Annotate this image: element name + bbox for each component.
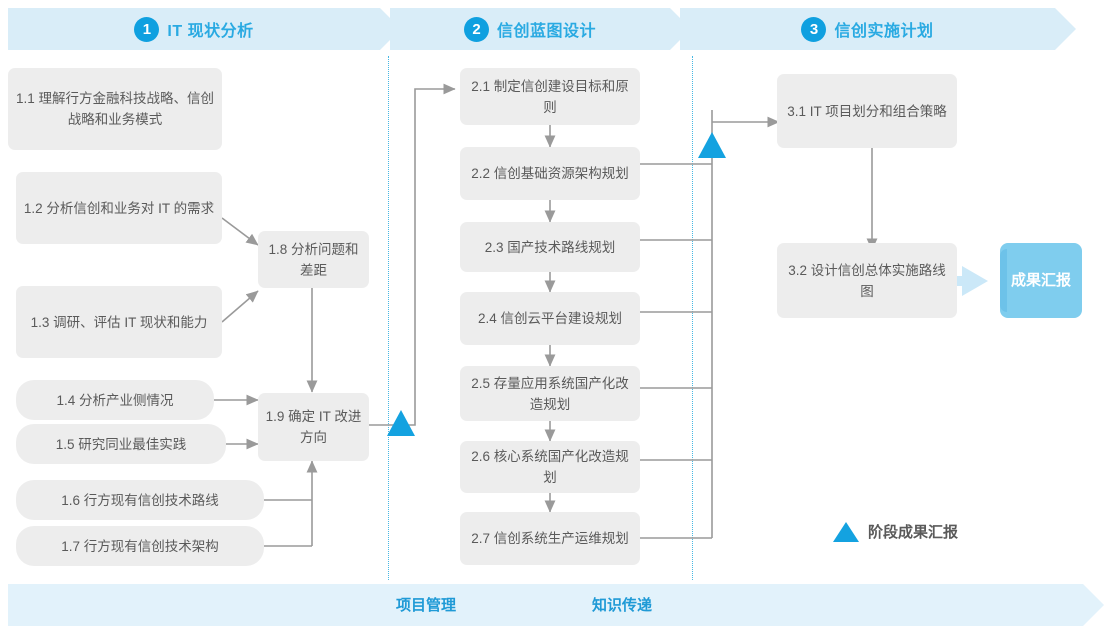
footer-label-project-management: 项目管理 (396, 597, 457, 614)
box-2-6[interactable]: 2.6 核心系统国产化改造规划 (460, 441, 640, 493)
box-2-2[interactable]: 2.2 信创基础资源架构规划 (460, 147, 640, 200)
phase-band-1: 1 IT 现状分析 (8, 8, 401, 50)
legend-label: 阶段成果汇报 (868, 524, 959, 541)
phase-divider-1 (388, 56, 389, 580)
legend-milestone: 阶段成果汇报 (833, 521, 958, 542)
box-3-1[interactable]: 3.1 IT 项目划分和组合策略 (777, 74, 957, 148)
milestone-triangle-phase2 (698, 132, 726, 158)
phase-title-3: 信创实施计划 (834, 23, 934, 40)
box-1-8[interactable]: 1.8 分析问题和差距 (258, 231, 369, 288)
box-1-6[interactable]: 1.6 行方现有信创技术路线 (16, 480, 264, 520)
phase-title-1: IT 现状分析 (167, 23, 254, 40)
box-2-4[interactable]: 2.4 信创云平台建设规划 (460, 292, 640, 345)
phase-title-2: 信创蓝图设计 (496, 23, 596, 40)
triangle-milestone-icon (833, 521, 859, 542)
footer-band (8, 584, 1104, 626)
footer-chevron-icon (1083, 584, 1104, 626)
box-2-3[interactable]: 2.3 国产技术路线规划 (460, 222, 640, 272)
footer-label-knowledge-transfer: 知识传递 (592, 597, 653, 614)
box-1-5[interactable]: 1.5 研究同业最佳实践 (16, 424, 226, 464)
box-1-4[interactable]: 1.4 分析产业侧情况 (16, 380, 214, 420)
phase-divider-2 (692, 56, 693, 580)
box-1-9[interactable]: 1.9 确定 IT 改进方向 (258, 393, 369, 461)
box-1-7[interactable]: 1.7 行方现有信创技术架构 (16, 526, 264, 566)
phase-band-2: 2 信创蓝图设计 (390, 8, 691, 50)
box-3-2[interactable]: 3.2 设计信创总体实施路线图 (777, 243, 957, 318)
box-1-3[interactable]: 1.3 调研、评估 IT 现状和能力 (16, 286, 222, 358)
box-2-7[interactable]: 2.7 信创系统生产运维规划 (460, 512, 640, 565)
box-1-1[interactable]: 1.1 理解行方金融科技战略、信创战略和业务模式 (8, 68, 222, 150)
box-2-5[interactable]: 2.5 存量应用系统国产化改造规划 (460, 366, 640, 421)
phase-number-3: 3 (801, 16, 827, 42)
phase-number-2: 2 (463, 16, 489, 42)
result-report-badge[interactable]: 成果汇报 (1000, 243, 1082, 318)
milestone-triangle-phase1 (387, 410, 415, 436)
phase-chevron-3 (1055, 8, 1076, 50)
box-2-1[interactable]: 2.1 制定信创建设目标和原则 (460, 68, 640, 125)
box-1-2[interactable]: 1.2 分析信创和业务对 IT 的需求 (16, 172, 222, 244)
phase-band-3: 3 信创实施计划 (680, 8, 1076, 50)
phase-number-1: 1 (134, 16, 160, 42)
